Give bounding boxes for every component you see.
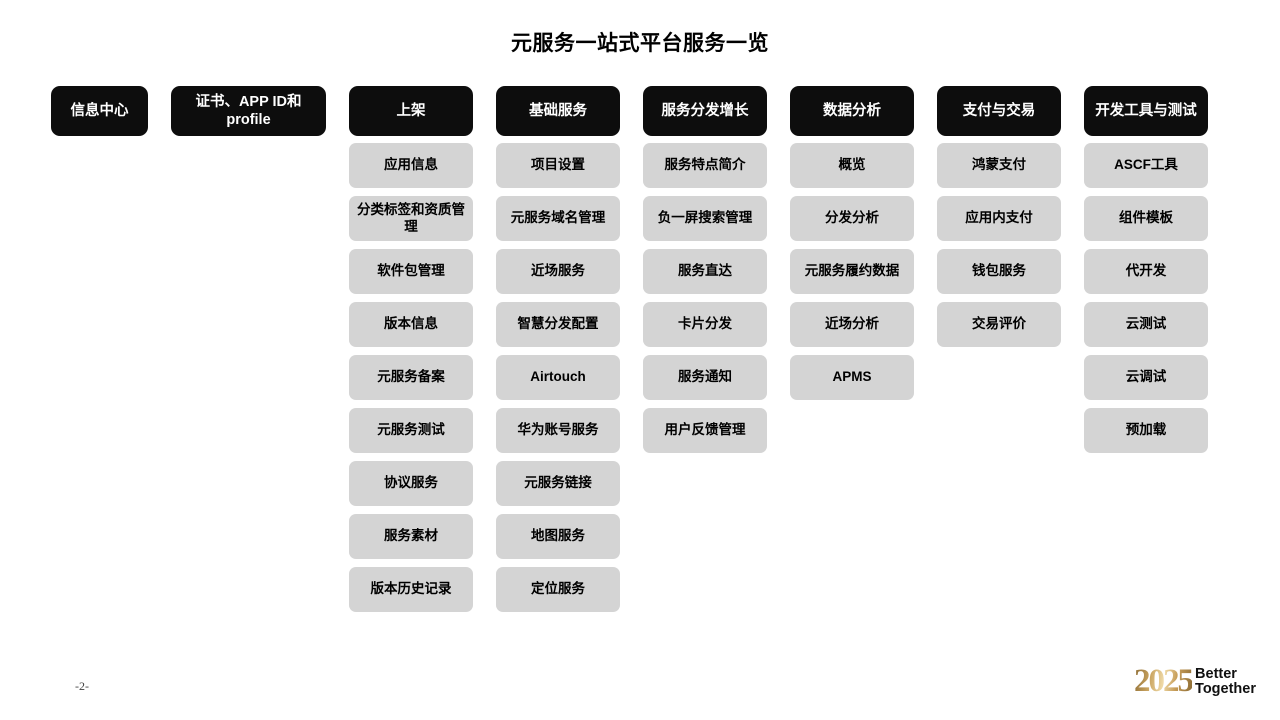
column-item-list: 概览分发分析元服务履约数据近场分析 APMS — [790, 143, 914, 400]
service-column: 基础服务项目设置元服务域名管理近场服务智慧分发配置 Airtouch 华为账号服务元… — [496, 86, 620, 612]
service-item[interactable]: APMS — [790, 355, 914, 400]
service-item[interactable]: 云测试 — [1084, 302, 1208, 347]
service-columns-container: 信息中心证书、APP ID和profile 上架应用信息分类标签和资质管理软件包管… — [51, 86, 1208, 612]
service-item[interactable]: 项目设置 — [496, 143, 620, 188]
column-header[interactable]: 数据分析 — [790, 86, 914, 136]
service-item[interactable]: 预加载 — [1084, 408, 1208, 453]
service-item[interactable]: 服务通知 — [643, 355, 767, 400]
service-item[interactable]: 协议服务 — [349, 461, 473, 506]
service-item[interactable]: 钱包服务 — [937, 249, 1061, 294]
service-item[interactable]: 元服务域名管理 — [496, 196, 620, 241]
page-number: -2- — [75, 679, 89, 693]
column-item-list: 应用信息分类标签和资质管理软件包管理版本信息元服务备案元服务测试协议服务服务素材… — [349, 143, 473, 612]
service-item[interactable]: 应用信息 — [349, 143, 473, 188]
service-item[interactable]: 智慧分发配置 — [496, 302, 620, 347]
logo-tagline-line2: Together — [1195, 680, 1256, 697]
column-header[interactable]: 支付与交易 — [937, 86, 1061, 136]
service-item[interactable]: 服务直达 — [643, 249, 767, 294]
service-item[interactable]: 交易评价 — [937, 302, 1061, 347]
service-column: 上架应用信息分类标签和资质管理软件包管理版本信息元服务备案元服务测试协议服务服务… — [349, 86, 473, 612]
column-item-list: ASCF工具组件模板代开发云测试云调试预加载 — [1084, 143, 1208, 453]
service-item[interactable]: 负一屏搜索管理 — [643, 196, 767, 241]
service-column: 数据分析概览分发分析元服务履约数据近场分析 APMS — [790, 86, 914, 400]
column-header[interactable]: 基础服务 — [496, 86, 620, 136]
service-item[interactable]: 代开发 — [1084, 249, 1208, 294]
service-item[interactable]: 近场分析 — [790, 302, 914, 347]
service-item[interactable]: 卡片分发 — [643, 302, 767, 347]
service-item[interactable]: 地图服务 — [496, 514, 620, 559]
service-item[interactable]: 软件包管理 — [349, 249, 473, 294]
column-header[interactable]: 信息中心 — [51, 86, 148, 136]
service-item[interactable]: Airtouch — [496, 355, 620, 400]
service-item[interactable]: 版本历史记录 — [349, 567, 473, 612]
service-item[interactable]: 组件模板 — [1084, 196, 1208, 241]
service-item[interactable]: 华为账号服务 — [496, 408, 620, 453]
service-column: 证书、APP ID和profile — [171, 86, 326, 136]
logo-tagline-line1: Better — [1195, 665, 1237, 682]
service-item[interactable]: 元服务履约数据 — [790, 249, 914, 294]
column-header[interactable]: 服务分发增长 — [643, 86, 767, 136]
service-column: 信息中心 — [51, 86, 148, 136]
service-item[interactable]: 应用内支付 — [937, 196, 1061, 241]
service-item[interactable]: 元服务测试 — [349, 408, 473, 453]
service-column: 服务分发增长服务特点简介负一屏搜索管理服务直达卡片分发服务通知用户反馈管理 — [643, 86, 767, 453]
column-item-list: 服务特点简介负一屏搜索管理服务直达卡片分发服务通知用户反馈管理 — [643, 143, 767, 453]
service-item[interactable]: 分发分析 — [790, 196, 914, 241]
column-item-list: 鸿蒙支付应用内支付钱包服务交易评价 — [937, 143, 1061, 347]
brand-logo: 2025 Better Together — [1134, 665, 1256, 698]
service-item[interactable]: 用户反馈管理 — [643, 408, 767, 453]
service-item[interactable]: 分类标签和资质管理 — [349, 196, 473, 241]
service-item[interactable]: 近场服务 — [496, 249, 620, 294]
column-header[interactable]: 上架 — [349, 86, 473, 136]
service-item[interactable]: 版本信息 — [349, 302, 473, 347]
service-item[interactable]: ASCF工具 — [1084, 143, 1208, 188]
service-item[interactable]: 服务特点简介 — [643, 143, 767, 188]
logo-tagline: Better Together — [1195, 665, 1256, 697]
column-item-list: 项目设置元服务域名管理近场服务智慧分发配置 Airtouch 华为账号服务元服务链接… — [496, 143, 620, 612]
service-column: 支付与交易鸿蒙支付应用内支付钱包服务交易评价 — [937, 86, 1061, 347]
logo-year-text: 2025 — [1134, 663, 1194, 699]
column-header[interactable]: 证书、APP ID和profile — [171, 86, 326, 136]
service-item[interactable]: 定位服务 — [496, 567, 620, 612]
service-item[interactable]: 服务素材 — [349, 514, 473, 559]
service-column: 开发工具与测试 ASCF工具组件模板代开发云测试云调试预加载 — [1084, 86, 1208, 453]
page-title: 元服务一站式平台服务一览 — [511, 32, 769, 55]
service-item[interactable]: 元服务备案 — [349, 355, 473, 400]
service-item[interactable]: 概览 — [790, 143, 914, 188]
service-item[interactable]: 元服务链接 — [496, 461, 620, 506]
service-item[interactable]: 云调试 — [1084, 355, 1208, 400]
service-item[interactable]: 鸿蒙支付 — [937, 143, 1061, 188]
column-header[interactable]: 开发工具与测试 — [1084, 86, 1208, 136]
